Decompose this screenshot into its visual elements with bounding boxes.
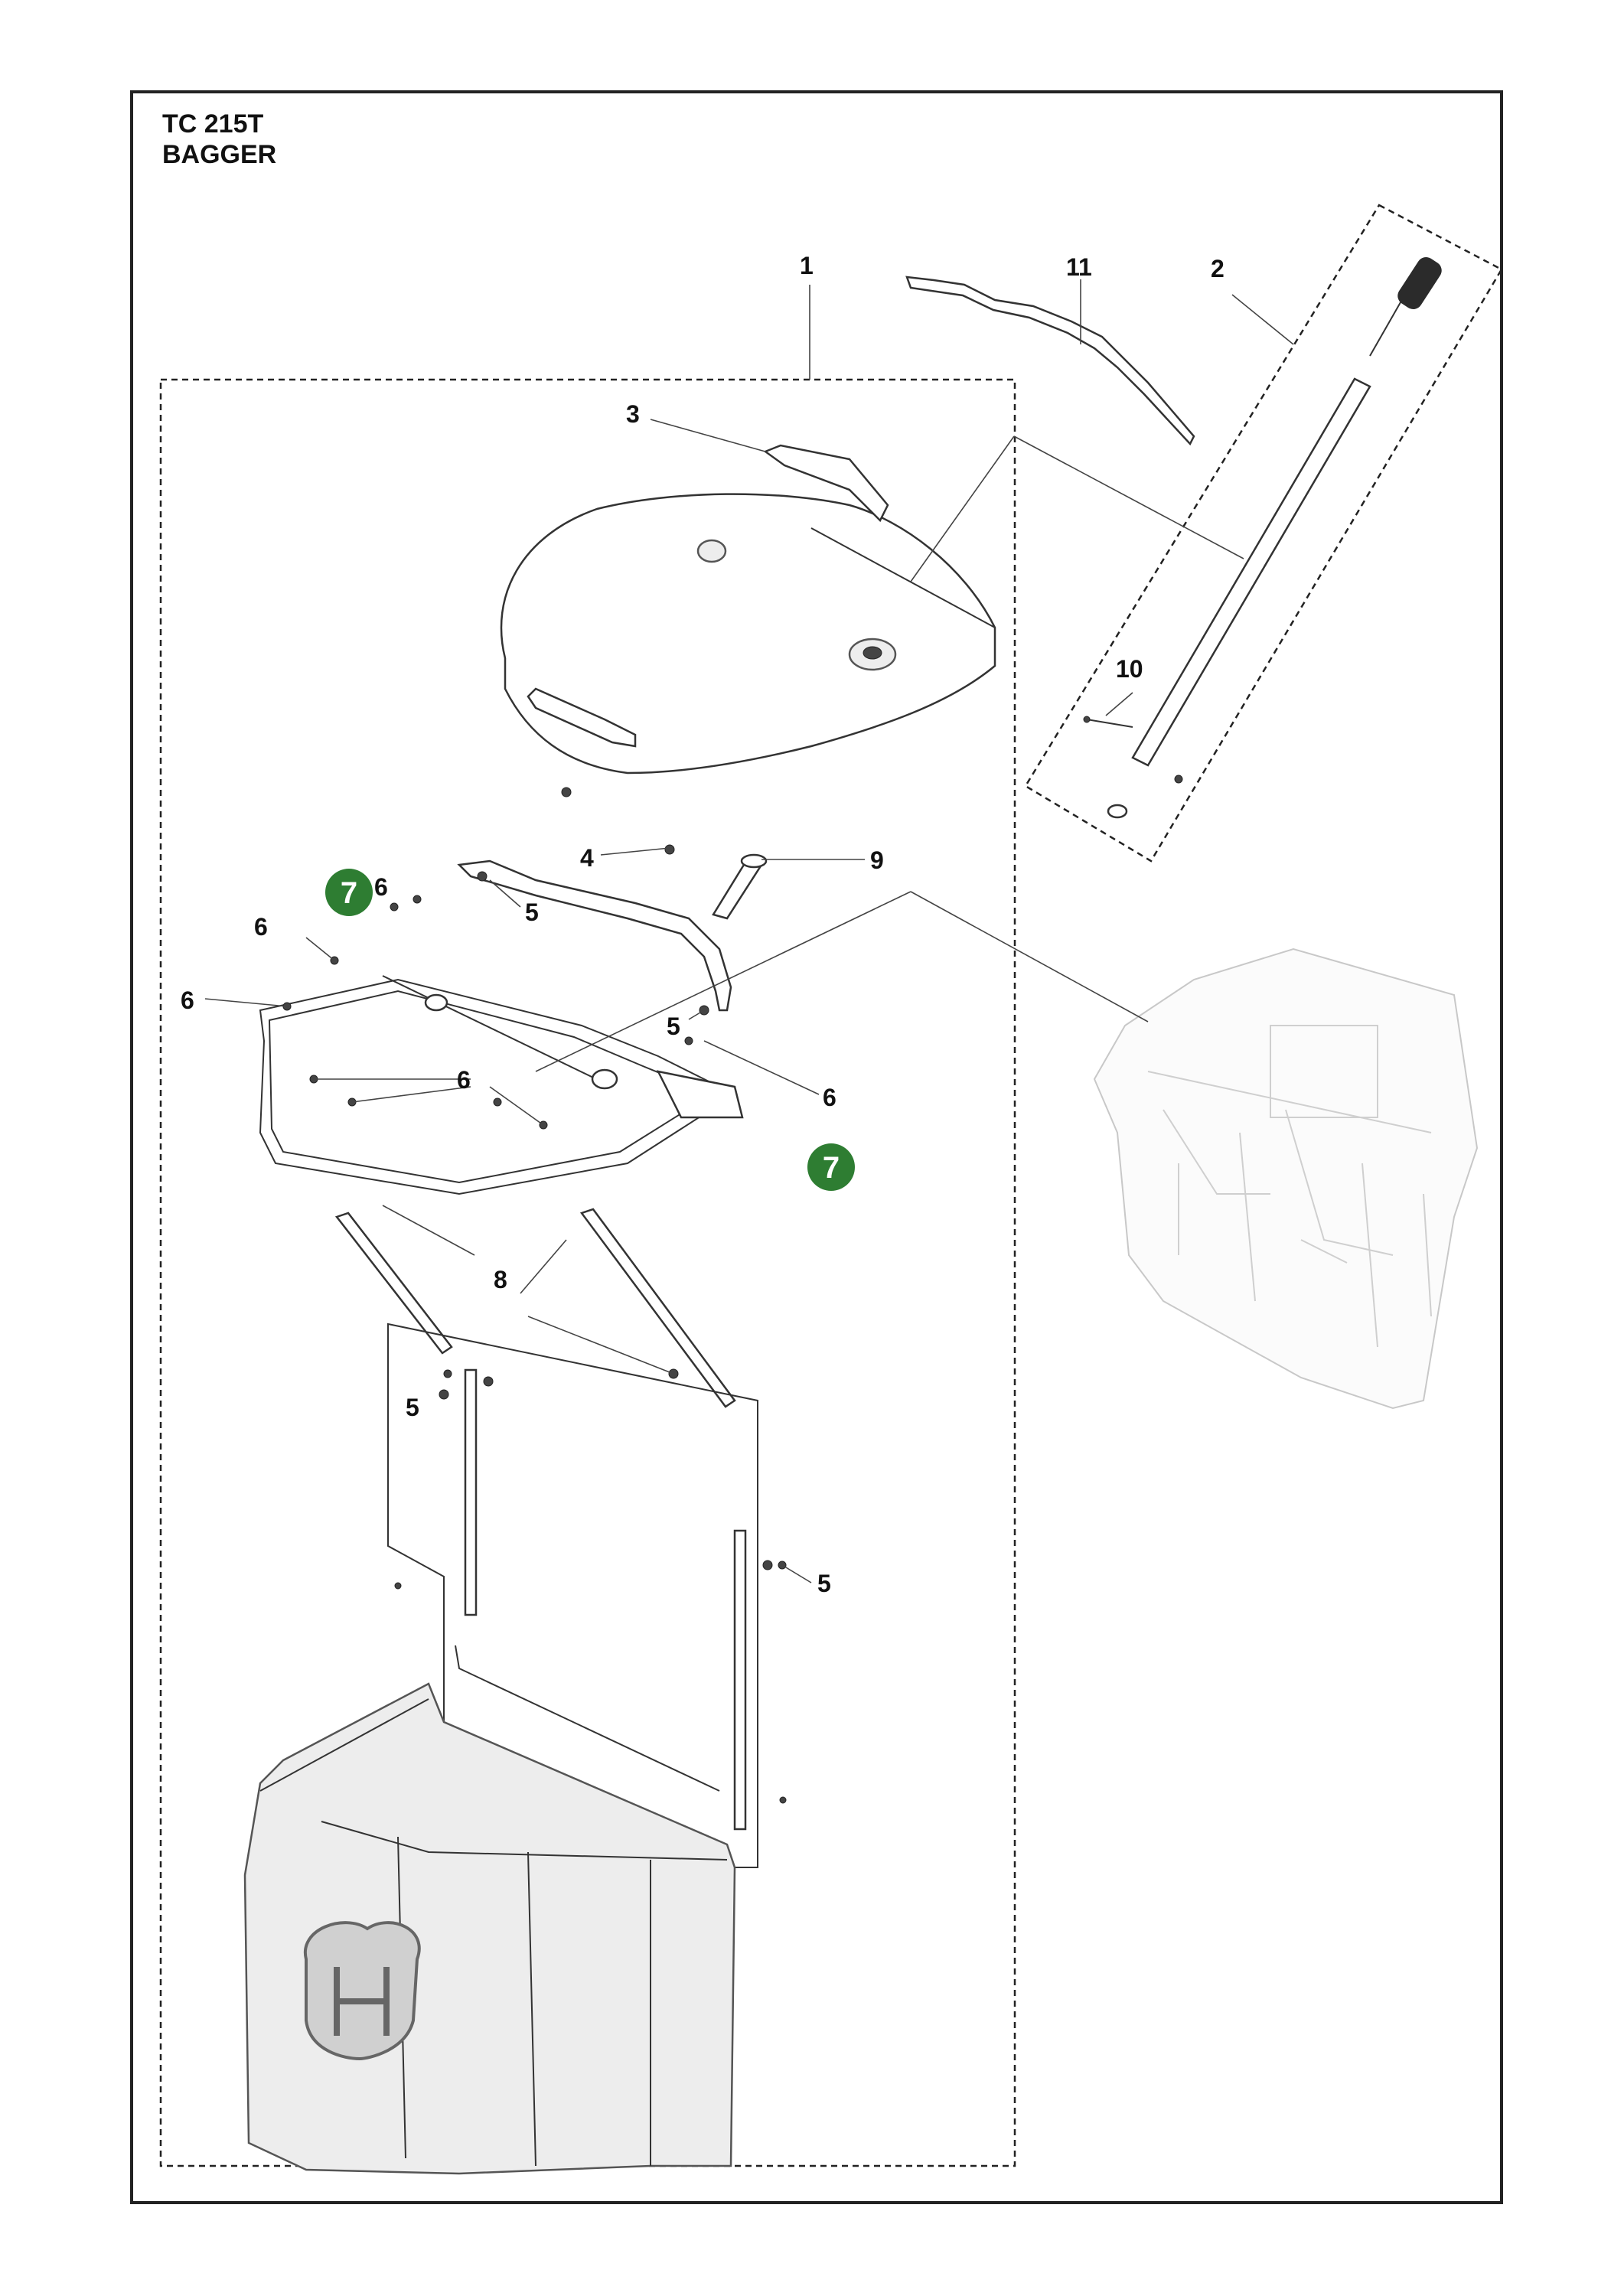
- callout-7-lower: 7: [823, 1151, 840, 1185]
- callout-1: 1: [800, 252, 814, 279]
- part-4-nut: [561, 787, 675, 855]
- callout-8: 8: [494, 1266, 507, 1293]
- callout-6-center: 6: [457, 1066, 471, 1094]
- grass-bag: [243, 1682, 736, 2175]
- callout-10: 10: [1116, 655, 1143, 683]
- part-10-pin: [1083, 716, 1183, 784]
- mower-rear-ghost: [1093, 947, 1479, 1410]
- part-11-bar: [905, 276, 1195, 446]
- model-name: TC 215T: [162, 109, 264, 139]
- callout-6-top: 6: [374, 873, 388, 901]
- hardware-fasteners: [282, 871, 787, 1804]
- callout-7-badge-lower: 7: [807, 1143, 855, 1191]
- callout-2: 2: [1211, 255, 1225, 282]
- callout-6-right: 6: [823, 1084, 836, 1111]
- bag-frame-tubes: [387, 1322, 758, 1868]
- callout-5-mid: 5: [667, 1013, 680, 1040]
- callout-3: 3: [626, 400, 640, 428]
- assembly-name: BAGGER: [162, 140, 277, 169]
- callout-9: 9: [870, 846, 884, 874]
- callout-5-upper: 5: [525, 899, 539, 926]
- callout-6-far-left: 6: [181, 987, 194, 1014]
- callout-6-left: 6: [254, 913, 268, 941]
- diagram-title: TC 215T BAGGER: [162, 109, 276, 170]
- callout-5-strut: 5: [406, 1394, 419, 1421]
- callout-11: 11: [1066, 253, 1092, 281]
- part-2-handle-rod: [1107, 256, 1442, 819]
- callout-5-lower: 5: [817, 1570, 831, 1597]
- callout-4: 4: [580, 844, 594, 872]
- part-3-bagger-lid: [500, 444, 996, 775]
- leader-lines: [204, 279, 1294, 1583]
- callout-7-badge-upper: 7: [325, 869, 373, 916]
- diagram-border: [130, 90, 1503, 2204]
- part-8-struts: [334, 1208, 736, 1408]
- handle-group-box: [1024, 204, 1503, 863]
- callout-7-upper: 7: [341, 876, 357, 910]
- callout-labels: 1 2 3 4 5 5 5 5 6 6 6 6 6 8 9 10 11: [181, 252, 1225, 1597]
- husqvarna-crown-logo: [303, 1921, 421, 2061]
- part-9-tube: [712, 859, 763, 920]
